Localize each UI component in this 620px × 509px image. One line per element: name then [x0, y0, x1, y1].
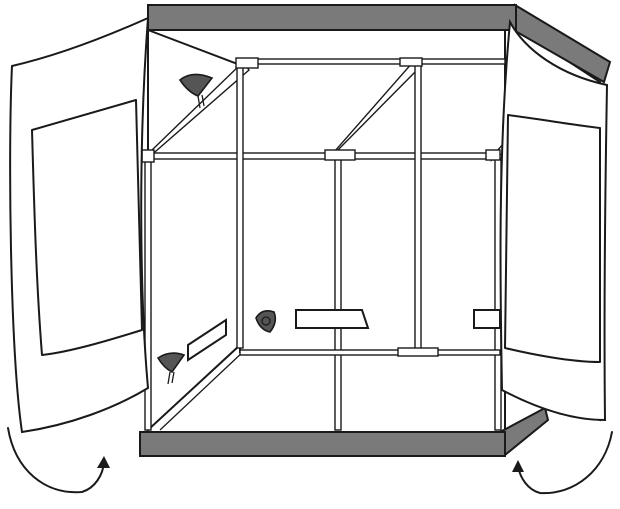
frame-connector-icon — [141, 149, 155, 163]
frame-connector-icon — [399, 57, 423, 67]
frame-connector-icon — [324, 149, 356, 161]
floor-edge-left-2 — [159, 349, 246, 431]
frame-pole-icon — [239, 349, 501, 356]
curved-arrow-icon — [517, 431, 613, 495]
frame-connector-icon — [235, 57, 259, 69]
curved-arrow-icon — [7, 427, 105, 494]
right-door-window — [504, 114, 601, 363]
vent-window — [295, 309, 370, 329]
frame-poles — [141, 57, 506, 431]
vents — [187, 309, 501, 362]
vent-port-icon — [156, 352, 186, 385]
vent-port-icon — [178, 73, 214, 109]
frame-pole-icon — [244, 58, 506, 65]
arrowhead — [512, 460, 524, 472]
vent-port-icon — [255, 310, 277, 333]
top-band-front — [147, 4, 517, 31]
back-wall — [239, 61, 506, 353]
frame-pole-icon — [334, 157, 342, 431]
left-door-flap-icon — [9, 16, 150, 434]
curved-arrows — [7, 427, 613, 495]
left-door-window — [31, 99, 143, 356]
arrowhead — [97, 456, 110, 468]
vent-window — [473, 309, 501, 329]
bottom-band — [139, 406, 550, 457]
vent-window — [187, 318, 227, 362]
vent-ports — [156, 73, 277, 385]
frame-pole-icon — [236, 63, 244, 349]
right-door-panel — [499, 18, 609, 422]
frame-pole-icon — [147, 152, 499, 160]
top-band — [147, 3, 612, 84]
bottom-band-front — [139, 431, 506, 457]
right-door-flap-icon — [499, 18, 609, 422]
frame-pole-icon — [414, 61, 422, 353]
left-door-panel — [9, 16, 150, 434]
frame-connector-icon — [485, 149, 501, 161]
floor-edge-left — [147, 344, 241, 431]
frame-connector-icon — [397, 347, 439, 357]
